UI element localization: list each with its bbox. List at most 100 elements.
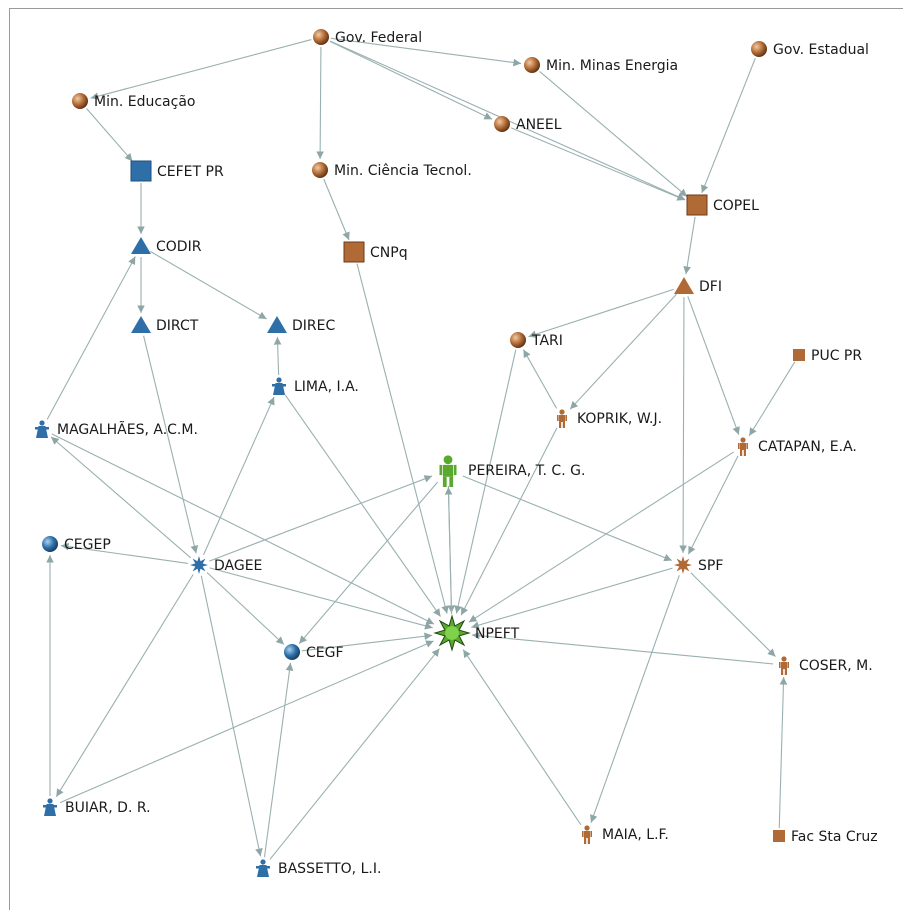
node-bassetto[interactable]: BASSETTO, L.I. xyxy=(256,859,381,877)
square-icon xyxy=(343,241,365,263)
triangle-icon xyxy=(131,237,151,254)
sphere-icon xyxy=(751,41,767,57)
node-spf[interactable]: SPF xyxy=(674,556,723,574)
node-codir[interactable]: CODIR xyxy=(131,237,202,255)
person-icon xyxy=(256,859,270,877)
node-direc[interactable]: DIREC xyxy=(267,316,335,334)
node-dirct[interactable]: DIRCT xyxy=(131,316,199,334)
person-icon xyxy=(779,656,789,675)
node-fac-sta-cruz[interactable]: Fac Sta Cruz xyxy=(773,829,878,845)
node-label: Min. Educação xyxy=(94,94,195,110)
node-label: BUIAR, D. R. xyxy=(65,800,151,816)
node-gov-estadual[interactable]: Gov. Estadual xyxy=(751,41,869,58)
edge-dfi-to-spf xyxy=(679,296,687,554)
edge-gov_federal-to-min_minas xyxy=(330,37,522,67)
edge-koprik-to-npeft xyxy=(460,427,558,616)
edge-koprik-to-tari xyxy=(522,349,558,409)
sphere-icon xyxy=(42,536,58,552)
graph-frame xyxy=(9,8,903,910)
node-min-minas[interactable]: Min. Minas Energia xyxy=(524,57,678,74)
sphere-icon xyxy=(313,29,329,45)
sphere-icon xyxy=(284,644,300,660)
edge-bassetto-to-npeft xyxy=(269,648,440,860)
edge-npeft-to-pereira xyxy=(444,486,453,615)
person-icon xyxy=(43,798,57,816)
node-dagee[interactable]: DAGEE xyxy=(190,556,262,574)
node-label: CNPq xyxy=(370,245,408,261)
node-label: Fac Sta Cruz xyxy=(791,829,878,845)
edge-catapan-to-npeft xyxy=(468,451,735,623)
node-koprik[interactable]: KOPRIK, W.J. xyxy=(557,409,662,428)
edge-lima-to-npeft xyxy=(284,394,441,617)
starburst-icon xyxy=(190,556,208,574)
node-label: PEREIRA, T. C. G. xyxy=(468,463,585,479)
person-icon xyxy=(439,455,457,487)
sphere-icon xyxy=(510,332,526,348)
node-puc[interactable]: PUC PR xyxy=(793,348,862,364)
edge-gov_federal-to-min_ciencia xyxy=(316,46,324,160)
edge-min_ciencia-to-cnpq xyxy=(323,179,350,241)
edge-min_minas-to-copel xyxy=(539,71,688,198)
node-label: NPEFT xyxy=(475,626,520,642)
node-label: CODIR xyxy=(156,239,202,255)
node-label: DFI xyxy=(699,279,722,295)
node-min-educacao[interactable]: Min. Educação xyxy=(72,93,195,110)
edge-dagee-to-magalhaes xyxy=(50,436,192,559)
node-pereira[interactable]: PEREIRA, T. C. G. xyxy=(439,455,586,487)
node-label: Gov. Federal xyxy=(335,30,422,46)
node-label: BASSETTO, L.I. xyxy=(278,861,381,877)
node-label: COSER, M. xyxy=(799,658,873,674)
node-tari[interactable]: TARI xyxy=(510,332,563,349)
square-icon xyxy=(130,160,152,182)
edge-coser-to-npeft xyxy=(471,631,774,665)
node-label: PUC PR xyxy=(811,348,862,364)
node-aneel[interactable]: ANEEL xyxy=(494,116,562,133)
edge-cnpq-to-npeft xyxy=(356,263,449,614)
node-cegf[interactable]: CEGF xyxy=(284,644,344,661)
node-cegep[interactable]: CEGEP xyxy=(42,536,111,553)
node-cefet[interactable]: CEFET PR xyxy=(130,160,224,182)
edge-dagee-to-cegf xyxy=(206,572,285,645)
edge-spf-to-maia xyxy=(589,575,680,823)
node-lima[interactable]: LIMA, I.A. xyxy=(272,377,359,395)
node-copel[interactable]: COPEL xyxy=(686,194,759,216)
node-label: SPF xyxy=(698,558,723,574)
edge-lima-to-direc xyxy=(273,336,282,376)
node-npeft[interactable]: NPEFT xyxy=(433,614,520,652)
edge-catapan-to-spf xyxy=(687,455,739,555)
edge-dagee-to-bassetto xyxy=(200,575,263,857)
square-icon xyxy=(793,349,805,361)
node-label: LIMA, I.A. xyxy=(294,379,359,395)
node-magalhaes[interactable]: MAGALHÃES, A.C.M. xyxy=(35,420,198,438)
node-catapan[interactable]: CATAPAN, E.A. xyxy=(738,437,857,456)
edge-pereira-to-cegf xyxy=(298,481,439,645)
node-label: MAGALHÃES, A.C.M. xyxy=(57,421,198,438)
edge-gov_estadual-to-copel xyxy=(701,58,756,194)
sphere-icon xyxy=(494,116,510,132)
node-cnpq[interactable]: CNPq xyxy=(343,241,408,263)
node-label: COPEL xyxy=(713,198,759,214)
node-label: TARI xyxy=(531,333,563,349)
sphere-icon xyxy=(312,162,328,178)
edge-dagee-to-cegep xyxy=(60,542,189,565)
node-buiar[interactable]: BUIAR, D. R. xyxy=(43,798,151,816)
person-icon xyxy=(582,825,592,844)
node-label: DIRCT xyxy=(156,318,199,334)
node-dfi[interactable]: DFI xyxy=(674,277,722,295)
node-label: Min. Minas Energia xyxy=(546,58,678,74)
edge-fac_sta_cruz-to-coser xyxy=(778,676,788,829)
node-maia[interactable]: MAIA, L.F. xyxy=(582,825,669,844)
node-label: KOPRIK, W.J. xyxy=(577,411,662,427)
edge-dfi-to-koprik xyxy=(569,293,677,410)
edge-spf-to-coser xyxy=(690,572,776,657)
node-min-ciencia[interactable]: Min. Ciência Tecnol. xyxy=(312,162,472,179)
edge-puc-to-catapan xyxy=(748,361,796,437)
edge-tari-to-npeft xyxy=(454,349,517,614)
node-coser[interactable]: COSER, M. xyxy=(779,656,873,675)
node-gov-federal[interactable]: Gov. Federal xyxy=(313,29,422,46)
edge-dagee-to-pereira xyxy=(209,475,433,562)
edges-layer xyxy=(46,37,796,860)
node-label: DIREC xyxy=(292,318,335,334)
